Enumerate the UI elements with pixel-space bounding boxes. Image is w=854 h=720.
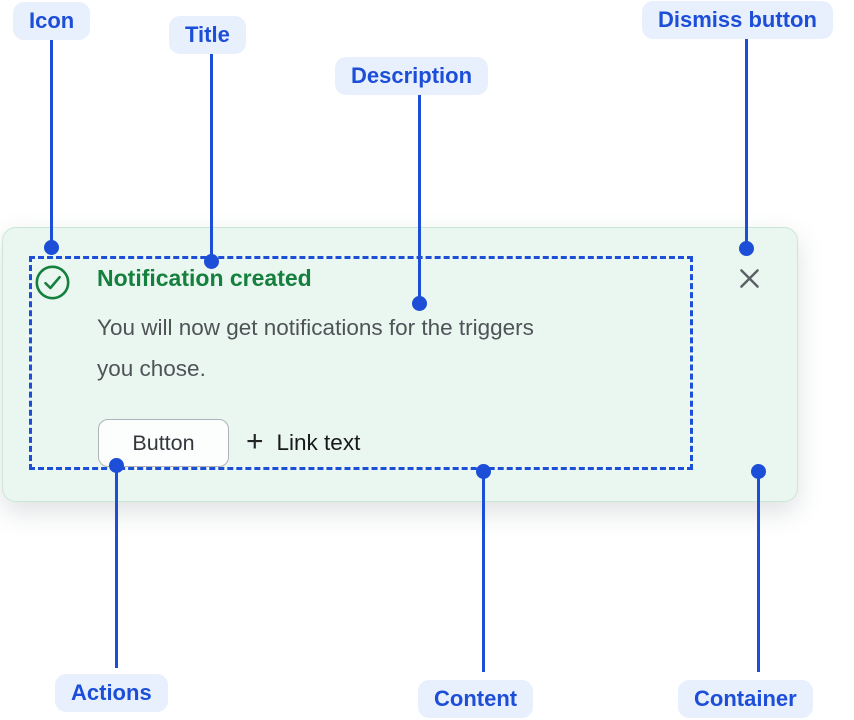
flag-description-line: You will now get notifications for the t… (97, 315, 534, 340)
annotation-label-title: Title (169, 16, 246, 54)
content-outline (29, 256, 693, 470)
flag-description-line: you chose. (97, 356, 206, 381)
leader-dot-icon (44, 239, 59, 255)
cross-icon (737, 266, 762, 291)
leader-dot-actions (109, 457, 124, 473)
flag-link[interactable]: + Link text (246, 419, 360, 467)
leader-line-actions (115, 465, 118, 668)
flag-link-label: Link text (276, 430, 361, 455)
annotation-label-container: Container (678, 680, 813, 718)
annotation-label-description: Description (335, 57, 489, 95)
annotation-label-actions: Actions (55, 674, 168, 712)
leader-line-dismiss (744, 37, 748, 248)
dismiss-button[interactable] (732, 261, 766, 295)
leader-dot-description (411, 295, 427, 311)
leader-line-container (756, 471, 760, 672)
annotation-label-dismiss-button: Dismiss button (642, 1, 833, 39)
leader-line-description (417, 93, 421, 303)
leader-line-icon (50, 40, 53, 247)
leader-dot-content (475, 463, 491, 479)
annotation-label-icon: Icon (13, 2, 91, 40)
leader-line-title (209, 53, 213, 261)
success-check-icon (34, 264, 71, 301)
flag-title: Notification created (97, 265, 312, 291)
leader-dot-container (750, 463, 766, 479)
leader-line-content (481, 471, 485, 672)
leader-dot-dismiss (738, 240, 754, 256)
plus-icon: + (246, 424, 264, 458)
leader-dot-title (203, 253, 219, 269)
flag-description: You will now get notifications for the t… (97, 307, 534, 389)
flag-container: Notification created You will now get no… (2, 227, 798, 502)
annotation-label-content: Content (418, 680, 534, 718)
